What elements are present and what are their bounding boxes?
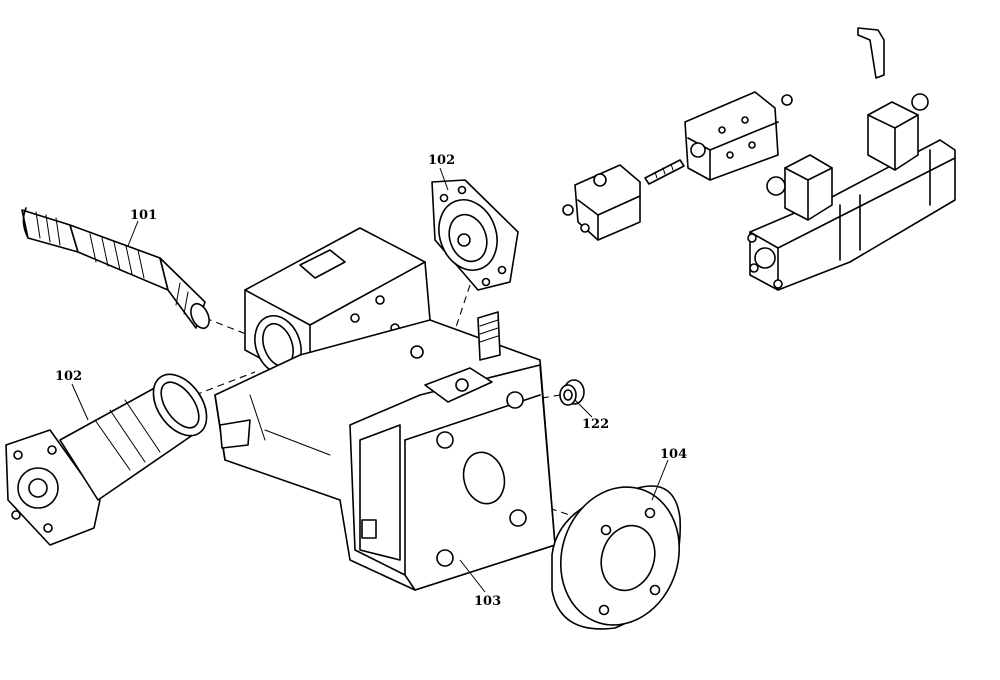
callout-101[interactable]: 101 [130,208,157,223]
callout-122[interactable]: 122 [582,417,609,432]
callout-labels: 101 102 102 103 104 122 [55,153,687,609]
flange-adapter-left-part[interactable] [5,365,218,546]
pump-housing-part[interactable] [214,227,556,591]
control-valve-assembly[interactable] [562,27,956,291]
callout-103[interactable]: 103 [474,594,501,609]
drive-shaft-part[interactable] [21,207,213,331]
callout-leaders [71,167,669,593]
callout-102-left[interactable]: 102 [55,369,82,384]
cover-flange-top-part[interactable] [429,179,519,291]
callout-104[interactable]: 104 [660,447,687,462]
end-cover-disc-part[interactable] [543,472,697,641]
plug-part[interactable] [559,379,585,406]
callout-102-top[interactable]: 102 [428,153,455,168]
